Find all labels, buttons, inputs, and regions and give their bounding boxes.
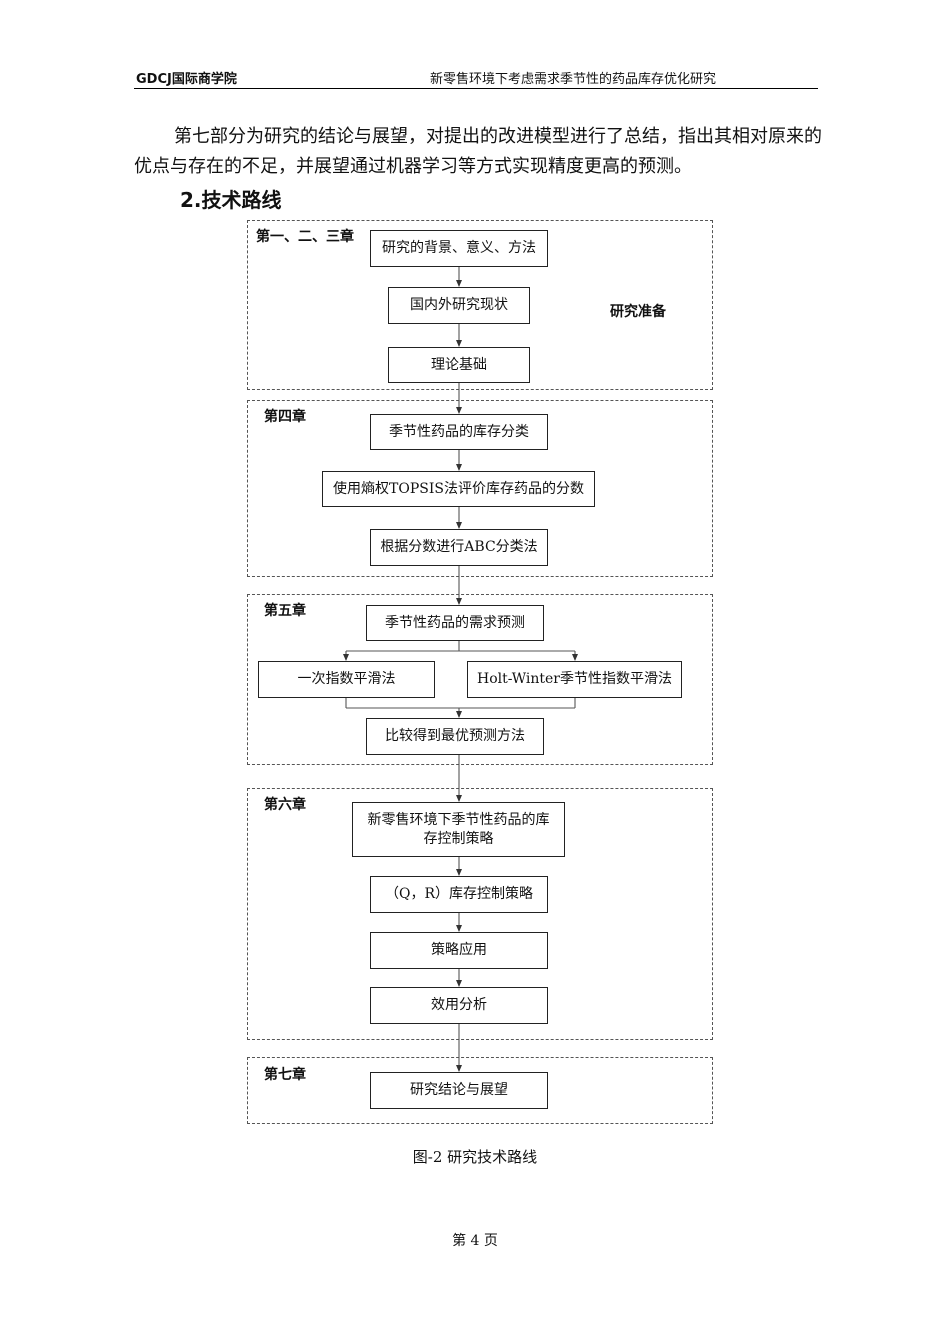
group-side-label: 研究准备 [610, 304, 666, 320]
box-best-method: 比较得到最优预测方法 [366, 718, 544, 755]
box-demand-forecast: 季节性药品的需求预测 [366, 605, 544, 641]
box-abc: 根据分数进行ABC分类法 [370, 529, 548, 566]
box-single-exp-smoothing: 一次指数平滑法 [258, 661, 435, 698]
group-label-2: 第四章 [264, 409, 306, 425]
paragraph-text: 第七部分为研究的结论与展望，对提出的改进模型进行了总结，指出其相对原来的优点与存… [134, 126, 822, 177]
group-chapter-7 [247, 1057, 713, 1124]
box-topsis: 使用熵权TOPSIS法评价库存药品的分数 [322, 471, 595, 507]
box-qr-strategy: （Q，R）库存控制策略 [370, 876, 548, 913]
body-paragraph: 第七部分为研究的结论与展望，对提出的改进模型进行了总结，指出其相对原来的优点与存… [134, 122, 824, 182]
box-background: 研究的背景、意义、方法 [370, 230, 548, 267]
group-label-4: 第六章 [264, 797, 306, 813]
page-number: 第 4 页 [452, 1233, 498, 1249]
box-strategy-application: 策略应用 [370, 932, 548, 969]
figure-caption: 图-2 研究技术路线 [412, 1148, 538, 1166]
group-chapter-5 [247, 594, 713, 765]
group-chapter-6 [247, 788, 713, 1040]
header-institution: GDCJ国际商学院 [136, 72, 237, 87]
group-chapters-1-3 [247, 220, 713, 390]
group-label-1: 第一、二、三章 [256, 229, 354, 245]
box-inventory-classification: 季节性药品的库存分类 [370, 414, 548, 450]
box-conclusion: 研究结论与展望 [370, 1072, 548, 1109]
header-rule [134, 88, 818, 89]
box-holt-winter: Holt-Winter季节性指数平滑法 [467, 661, 682, 698]
box-theory: 理论基础 [388, 347, 530, 383]
group-label-3: 第五章 [264, 603, 306, 619]
group-chapter-4 [247, 400, 713, 577]
box-research-status: 国内外研究现状 [388, 287, 530, 324]
section-title: 2.技术路线 [180, 188, 282, 212]
header-title: 新零售环境下考虑需求季节性的药品库存优化研究 [430, 72, 717, 87]
box-utility-analysis: 效用分析 [370, 987, 548, 1024]
box-control-strategy: 新零售环境下季节性药品的库存控制策略 [352, 802, 565, 857]
group-label-5: 第七章 [264, 1067, 306, 1083]
